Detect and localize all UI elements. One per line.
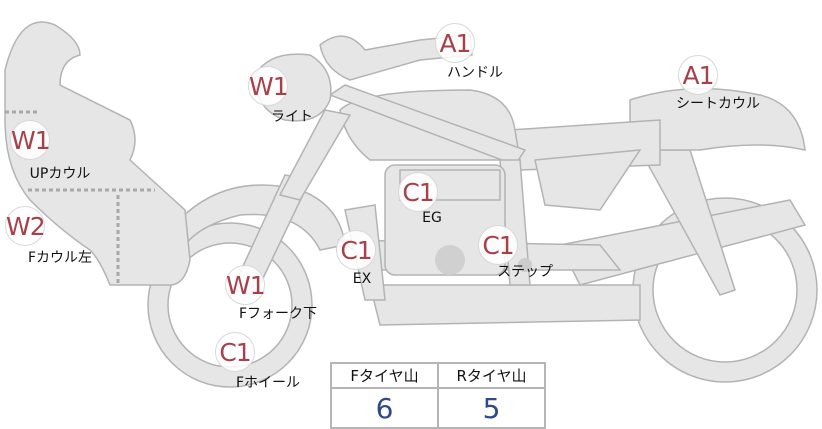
part-label: UPカウル	[29, 166, 91, 182]
damage-code-badge: C1	[478, 225, 518, 265]
part-label: ライト	[271, 109, 313, 125]
rear-tire-header: Rタイヤ山	[437, 362, 546, 389]
part-label: ハンドル	[447, 65, 503, 81]
damage-code-badge: A1	[435, 23, 475, 63]
front-tire-header: Fタイヤ山	[330, 362, 439, 389]
part-label: Fフォーク下	[238, 306, 318, 322]
front-tire-value: 6	[330, 387, 439, 429]
part-label: ステップ	[497, 264, 553, 280]
damage-code-badge: W1	[10, 120, 51, 160]
damage-code-badge: W1	[248, 66, 289, 106]
damage-code-badge: W2	[5, 206, 46, 246]
part-label: Fカウル左	[27, 250, 93, 266]
part-label: EG	[422, 210, 442, 226]
part-label: シートカウル	[676, 96, 760, 112]
damage-code-badge: A1	[678, 55, 718, 95]
damage-code-badge: C1	[336, 230, 376, 270]
part-label: Fホイール	[235, 375, 301, 391]
damage-code-badge: W1	[225, 265, 266, 305]
tire-tread-table: Fタイヤ山 Rタイヤ山 6 5	[330, 362, 546, 429]
damage-code-badge: C1	[398, 172, 438, 212]
part-label: EX	[352, 271, 372, 287]
rear-tire-value: 5	[437, 387, 546, 429]
damage-code-badge: C1	[215, 332, 255, 372]
